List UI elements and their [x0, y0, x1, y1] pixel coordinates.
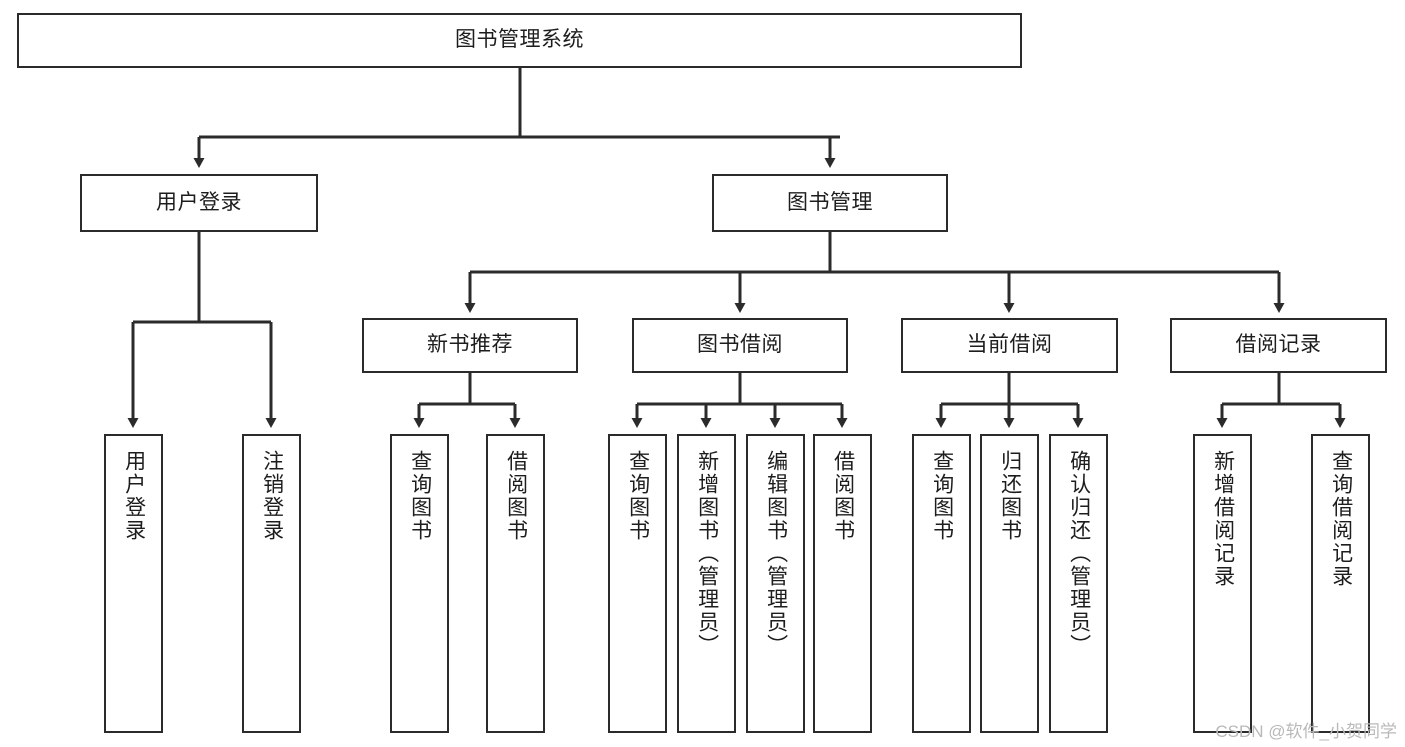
- leaf-label: 查询图书: [930, 450, 954, 542]
- leaf-bookborrow-add-book[interactable]: 新增图书（管理员）: [677, 434, 736, 733]
- leaf-user-login-login[interactable]: 用户登录: [104, 434, 163, 733]
- leaf-newbook-borrow-book[interactable]: 借阅图书: [486, 434, 545, 733]
- node-book-borrow-label: 图书借阅: [697, 333, 783, 357]
- leaf-bookborrow-borrow-book[interactable]: 借阅图书: [813, 434, 872, 733]
- node-book-manage[interactable]: 图书管理: [712, 174, 948, 232]
- leaf-newbook-query-book[interactable]: 查询图书: [390, 434, 449, 733]
- leaf-bookborrow-edit-book[interactable]: 编辑图书（管理员）: [746, 434, 805, 733]
- node-current-borrow[interactable]: 当前借阅: [901, 318, 1118, 373]
- leaf-label: 注销登录: [260, 450, 284, 542]
- leaf-label: 查询图书: [626, 450, 650, 542]
- leaf-label: 查询借阅记录: [1329, 450, 1353, 588]
- leaf-label: 查询图书: [408, 450, 432, 542]
- leaf-user-login-logout[interactable]: 注销登录: [242, 434, 301, 733]
- node-user-login-label: 用户登录: [156, 190, 242, 214]
- watermark-text: CSDN @软件_小贺同学: [1215, 722, 1397, 741]
- node-book-borrow[interactable]: 图书借阅: [632, 318, 848, 373]
- node-root[interactable]: 图书管理系统: [17, 13, 1022, 68]
- leaf-label: 新增借阅记录: [1211, 450, 1235, 588]
- node-borrow-records[interactable]: 借阅记录: [1170, 318, 1387, 373]
- node-root-label: 图书管理系统: [455, 28, 584, 52]
- leaf-label: 借阅图书: [831, 450, 855, 542]
- leaf-currentborrow-confirm-return[interactable]: 确认归还（管理员）: [1049, 434, 1108, 733]
- leaf-bookborrow-query-book[interactable]: 查询图书: [608, 434, 667, 733]
- node-borrow-records-label: 借阅记录: [1235, 333, 1322, 357]
- node-new-book-recommend-label: 新书推荐: [427, 333, 513, 357]
- leaf-label: 用户登录: [122, 450, 146, 542]
- leaf-label: 新增图书（管理员）: [695, 450, 719, 657]
- node-current-borrow-label: 当前借阅: [966, 333, 1053, 357]
- leaf-label: 借阅图书: [504, 450, 528, 542]
- leaf-label: 归还图书: [998, 450, 1022, 542]
- node-book-manage-label: 图书管理: [787, 190, 873, 214]
- leaf-borrowrecords-add-record[interactable]: 新增借阅记录: [1193, 434, 1252, 733]
- leaf-label: 编辑图书（管理员）: [764, 450, 788, 657]
- node-new-book-recommend[interactable]: 新书推荐: [362, 318, 578, 373]
- leaf-currentborrow-query-book[interactable]: 查询图书: [912, 434, 971, 733]
- leaf-currentborrow-return-book[interactable]: 归还图书: [980, 434, 1039, 733]
- node-user-login[interactable]: 用户登录: [80, 174, 318, 232]
- leaf-borrowrecords-query-record[interactable]: 查询借阅记录: [1311, 434, 1370, 733]
- leaf-label: 确认归还（管理员）: [1067, 450, 1091, 657]
